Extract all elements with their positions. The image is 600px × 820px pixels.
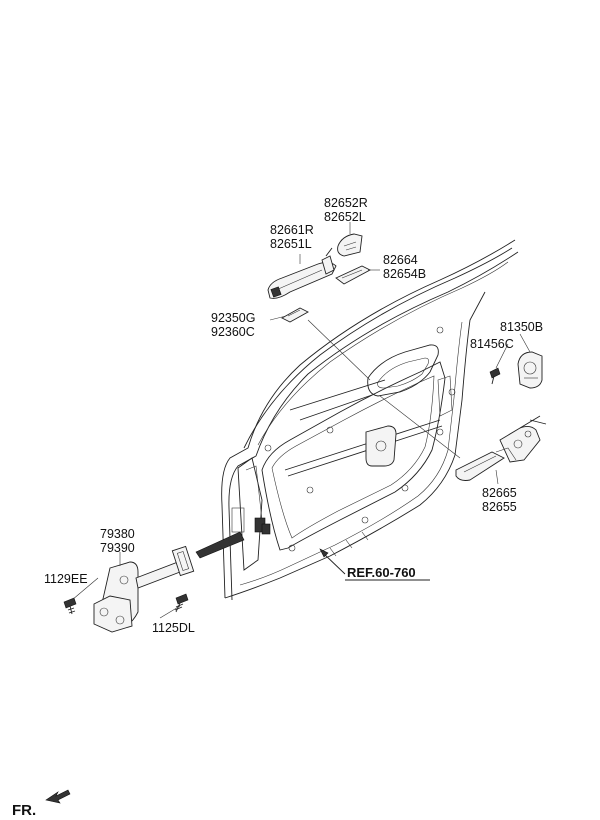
label-79390: 79390 <box>100 541 135 555</box>
label-82651l: 82651L <box>270 237 312 251</box>
label-92350g: 92350G <box>211 311 255 325</box>
door-checker-assembly <box>93 531 245 633</box>
striker-assembly <box>489 351 543 389</box>
label-82652l: 82652L <box>324 210 366 224</box>
latch-assembly <box>455 415 547 481</box>
ref-label: REF.60-760 <box>347 565 416 580</box>
ref-arrow <box>319 548 430 581</box>
label-82655: 82655 <box>482 500 517 514</box>
bolt-1129ee <box>63 597 77 615</box>
leader-lines <box>71 222 531 619</box>
fr-label: FR. <box>12 802 36 819</box>
bolt-1125dl <box>174 593 189 613</box>
label-1129ee: 1129EE <box>44 572 88 586</box>
label-82664: 82664 <box>383 253 418 267</box>
label-79380: 79380 <box>100 527 135 541</box>
label-82661r: 82661R <box>270 223 314 237</box>
label-82652r: 82652R <box>324 196 368 210</box>
label-92360c: 92360C <box>211 325 255 339</box>
label-82654b: 82654B <box>383 267 426 281</box>
door-shell <box>221 239 519 601</box>
label-1125dl: 1125DL <box>152 621 195 635</box>
front-direction-arrow <box>45 789 71 804</box>
label-82665: 82665 <box>482 486 517 500</box>
label-81456c: 81456C <box>470 337 514 351</box>
outside-handle-assembly <box>267 233 371 323</box>
label-81350b: 81350B <box>500 320 543 334</box>
